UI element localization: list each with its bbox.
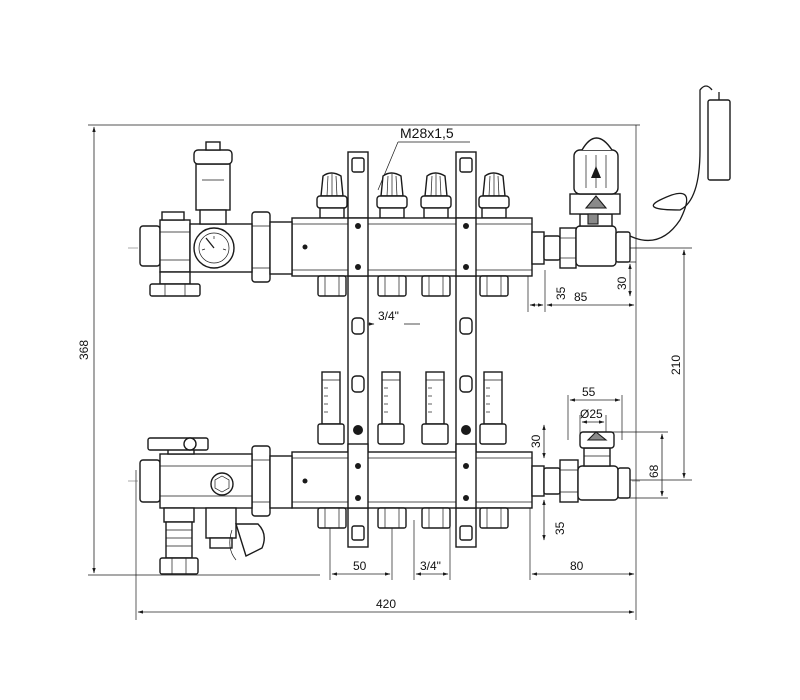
return-bar (291, 451, 533, 509)
return-shutoff-valve (577, 431, 631, 501)
air-vent-icon (195, 163, 231, 211)
dim-bottom-valve-height: 68 (647, 464, 661, 478)
dim-branch-thread-bottom: 3/4" (420, 559, 441, 573)
return-manifold (251, 371, 579, 529)
temperature-sensor-icon (707, 99, 731, 181)
dim-valve-height: 55 (582, 385, 596, 399)
return-outlets (317, 507, 509, 529)
thermostatic-mixing-valve (569, 85, 731, 267)
dim-bottom-outlet-offset: 35 (553, 521, 567, 535)
regulating-valve-caps (316, 172, 510, 209)
dimension-labels: M28x1,5 368 420 210 35 85 30 3/4" 55 Ø25… (77, 125, 683, 611)
dimension-lines (88, 124, 692, 620)
dim-overall-height: 368 (77, 340, 91, 360)
auto-air-vent-icon (205, 507, 237, 539)
thread-label: M28x1,5 (400, 125, 454, 141)
flow-meters (317, 371, 507, 445)
dim-bottom-outlet-height: 30 (529, 434, 543, 448)
dim-overall-width: 420 (376, 597, 396, 611)
dim-branch-thread-top: 3/4" (378, 309, 399, 323)
supply-outlets (317, 275, 509, 297)
dim-bottom-outlet-length: 80 (570, 559, 584, 573)
dim-valve-diameter: Ø25 (580, 407, 603, 421)
supply-manifold (251, 172, 577, 297)
drain-valve-icon (163, 507, 195, 523)
dim-branch-pitch: 50 (353, 559, 367, 573)
dim-manifold-spacing: 210 (669, 355, 683, 375)
dim-top-outlet-height: 30 (615, 276, 629, 290)
return-inlet-assembly (139, 437, 265, 575)
dim-top-outlet-length: 85 (574, 290, 588, 304)
dim-top-outlet-offset: 35 (554, 286, 568, 300)
supply-inlet-assembly (139, 141, 253, 297)
supply-bar (291, 217, 533, 277)
